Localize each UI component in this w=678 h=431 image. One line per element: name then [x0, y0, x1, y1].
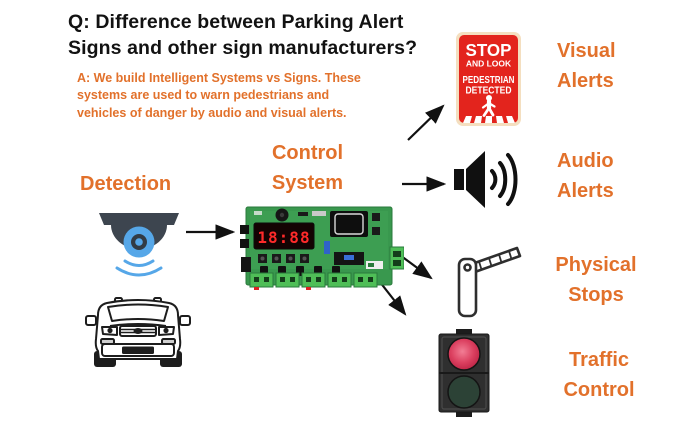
circuit-board-icon: 18:88 [240, 206, 404, 290]
arrow-board-to-visual [407, 104, 445, 141]
question-title: Q: Difference between Parking Alert Sign… [68, 11, 418, 59]
control-system-label: Control System [271, 142, 344, 194]
stop-sign-line1: STOP [466, 40, 512, 60]
speaker-icon [454, 151, 518, 208]
suv-front-icon [85, 297, 191, 367]
stop-sign-line4: DETECTED [466, 86, 512, 97]
visual-alerts-label: Visual Alerts [557, 40, 616, 92]
pedestrian-figure [481, 95, 496, 117]
detection-label: Detection [80, 173, 172, 195]
barrier-gate-icon [457, 246, 522, 318]
traffic-light-icon [438, 329, 490, 417]
board-display-value: 18:88 [257, 228, 310, 247]
crosswalk-stripes [463, 116, 515, 123]
traffic-control-label: Traffic Control [563, 349, 635, 401]
audio-alerts-label: Audio Alerts [557, 150, 614, 202]
stop-sign-line3: PEDESTRIAN [463, 75, 515, 86]
green-light [447, 375, 481, 409]
stop-sign-icon: STOP AND LOOK PEDESTRIAN DETECTED [456, 32, 521, 126]
dome-camera-icon [99, 213, 179, 277]
physical-stops-label: Physical Stops [555, 254, 637, 306]
answer-text: A: We build Intelligent Systems vs Signs… [77, 71, 361, 120]
stop-sign-line2: AND LOOK [466, 59, 512, 69]
red-light [447, 337, 481, 371]
